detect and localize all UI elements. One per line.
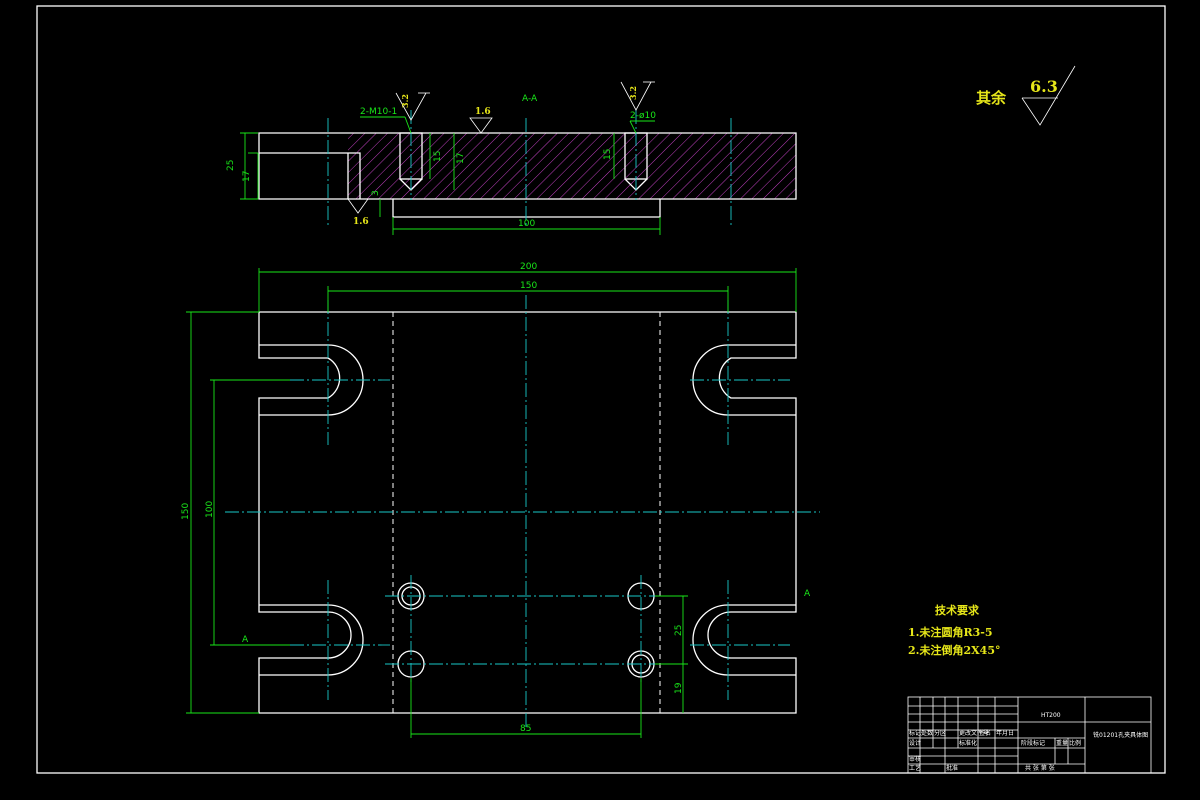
threaded-hole-callout: 2-M10-1 [360,107,397,117]
roughness-bottom: 1.6 [353,217,369,227]
tb-change-doc: 更改文件号 [959,729,989,737]
tb-process: 工艺 [909,764,921,772]
dim-overall-length: 200 [520,262,537,272]
dim-hole-depth-1: 15 [433,151,443,162]
rest-roughness-value: 6.3 [1030,77,1058,96]
section-mark-right: A [804,589,811,599]
title-block: HT200 铣01201孔夹具体图 标记 处数 分区 更改文件号 签名 年月日 … [907,696,1152,774]
plain-hole-callout: 2-ø10 [630,111,656,121]
tb-standard: 标准化 [959,739,977,747]
tb-mark: 标记 [909,729,921,737]
tech-item-2: 2.未注倒角2X45° [908,643,1000,657]
part-name: 铣01201孔夹具体图 [1093,731,1148,739]
dim-hole-offset: 19 [674,682,684,694]
tb-stage: 阶段标记 [1021,739,1045,747]
section-dimensions: 25 17 15 17 15 3 100 2-M10-1 2-ø10 A-A [226,94,661,235]
tb-design: 设计 [909,739,921,747]
section-label: A-A [522,94,538,104]
tech-item-1: 1.未注圆角R3-5 [908,625,993,639]
drawing-border [36,5,1166,774]
tb-weight: 重量 [1056,739,1068,747]
plan-dimensions: 200 150 150 100 85 25 19 A A [181,262,811,738]
roughness-symbols: 3.2 3.2 1.6 1.6 其余 6.3 [347,65,1076,227]
dim-thickness: 25 [226,160,236,171]
tb-signature: 签名 [979,729,991,737]
dim-overall-height: 150 [181,503,191,520]
section-mark-left: A [242,635,249,645]
dim-hole-spacing-y: 25 [674,625,684,636]
tb-scale: 比例 [1069,739,1081,747]
tb-sheets: 共 张 第 张 [1025,764,1055,772]
tech-requirements: 技术要求 1.未注圆角R3-5 2.未注倒角2X45° [908,603,1000,657]
dim-slot-vertical: 100 [205,501,215,518]
section-view [258,110,797,225]
tb-count: 处数 [921,729,933,737]
material: HT200 [1041,712,1061,719]
tb-zone: 分区 [934,729,946,737]
plate-outline [258,311,797,714]
dim-slot-spacing: 150 [520,281,537,291]
roughness-top: 1.6 [475,107,491,117]
rest-roughness-label: 其余 [976,89,1007,107]
dim-hole-spacing-x: 85 [520,724,531,734]
dim-bottom-slot: 100 [518,219,535,229]
dim-step-depth: 17 [242,171,252,182]
tb-date: 年月日 [996,729,1014,737]
dim-slot-height: 3 [371,190,381,196]
section-hatch [348,133,796,199]
tb-approve: 批准 [946,764,958,772]
tech-title: 技术要求 [935,603,980,617]
tb-review: 审核 [909,755,921,763]
roughness-hole1: 3.2 [400,94,410,108]
roughness-hole2: 3.2 [628,86,638,100]
dim-hole-depth-3: 15 [603,149,613,160]
dim-hole-depth-2: 17 [456,153,466,164]
plan-view [225,295,820,730]
